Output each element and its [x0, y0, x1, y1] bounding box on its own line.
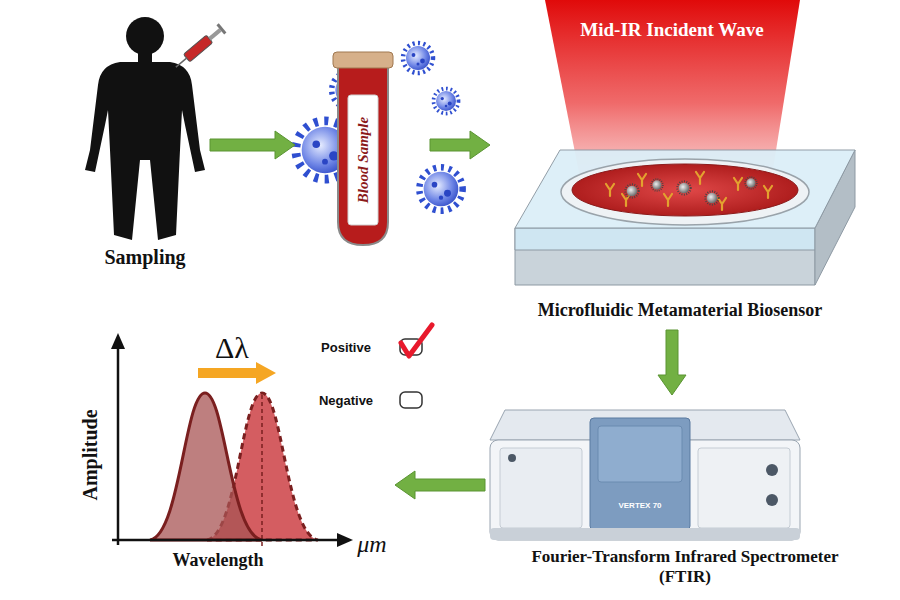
result-label: Negative — [319, 393, 373, 408]
biosensor-chip — [515, 150, 855, 285]
flow-arrow — [430, 131, 490, 159]
beam-label: Mid-IR Incident Wave — [580, 19, 763, 41]
flow-arrow — [395, 471, 485, 499]
blood-tube-node: Blood Sample — [295, 40, 430, 250]
tube-label: Blood Sample — [355, 117, 372, 203]
node-label: Microfluidic Metamaterial Biosensor — [538, 300, 823, 321]
spectrum-chart — [111, 333, 353, 547]
biosensor-node: Microfluidic Metamaterial Biosensor — [490, 120, 870, 330]
brand-label: VERTEX 70 — [618, 501, 661, 510]
shift-symbol: Δλ — [215, 331, 249, 365]
axis-title: Wavelength — [172, 550, 263, 571]
sampling-figure: Sampling — [80, 12, 210, 275]
result-label: Positive — [321, 340, 371, 355]
unit-label: μm — [357, 531, 386, 558]
syringe — [172, 23, 226, 71]
person-silhouette — [85, 17, 205, 240]
checkboxes — [400, 325, 432, 408]
ftir-node: Fourier-Transform Infrared Spectrometer … — [485, 395, 880, 598]
node-label: Fourier-Transform Infrared Spectrometer … — [505, 547, 865, 587]
ftir-spectrometer — [490, 410, 800, 540]
node-label: Sampling — [104, 246, 185, 269]
flow-arrow — [658, 330, 686, 395]
flow-arrow — [210, 131, 295, 159]
spectrum-node: ΔλAmplitudeWavelength μm — [70, 320, 395, 578]
axis-title: Amplitude — [79, 409, 102, 500]
